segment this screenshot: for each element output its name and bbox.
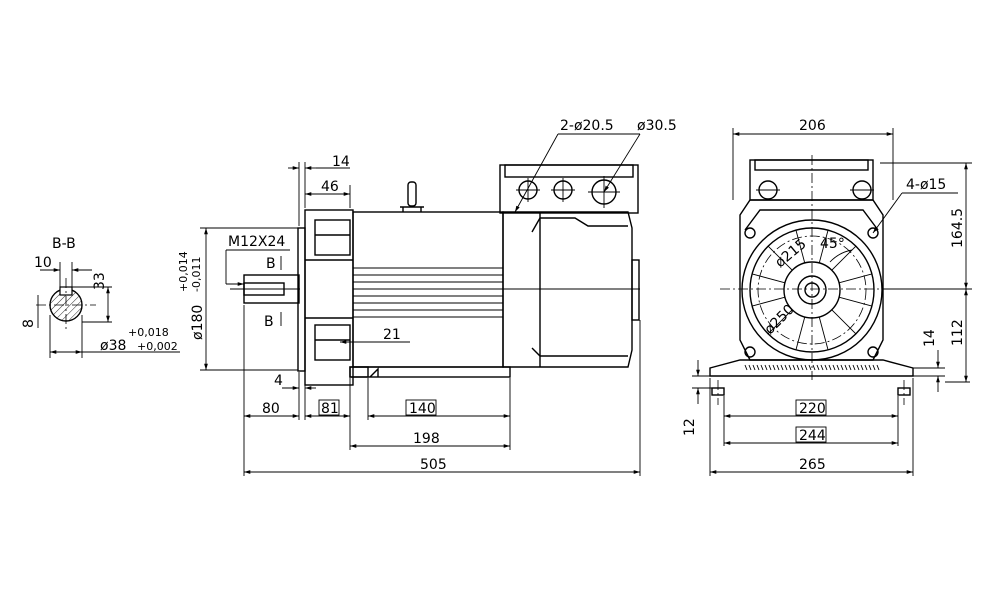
base-tooth — [756, 364, 760, 371]
base-tooth — [820, 364, 824, 371]
spoke-line — [751, 273, 786, 284]
dim-33: 33 — [92, 272, 108, 290]
spoke-line — [818, 316, 829, 351]
spoke-line — [795, 316, 806, 351]
base-tooth — [876, 364, 880, 371]
dim-198: 198 — [413, 431, 440, 447]
tol-upper: +0,018 — [128, 326, 169, 339]
base-tooth — [864, 364, 868, 371]
spoke-line — [751, 296, 786, 307]
dim-8: 8 — [21, 319, 37, 328]
shaft — [230, 274, 300, 304]
section-mark-b-bottom: B — [264, 314, 274, 330]
base-tooth — [812, 364, 816, 371]
base-tooth — [752, 364, 756, 371]
motor-body — [352, 211, 640, 368]
base-tooth — [816, 364, 820, 371]
base-tooth — [848, 364, 852, 371]
dim-14-right: 14 — [922, 329, 938, 347]
base-tooth — [748, 364, 752, 371]
dim-505: 505 — [420, 457, 447, 473]
base-tooth — [832, 364, 836, 371]
base-tooth — [780, 364, 784, 371]
spoke-line — [838, 296, 873, 307]
base-foot — [349, 366, 511, 378]
base-tooth — [852, 364, 856, 371]
spoke-line — [831, 309, 857, 335]
dim-140: 140 — [409, 401, 436, 417]
rear-housing — [502, 211, 640, 368]
base-tooth — [840, 364, 844, 371]
label-thread: M12X24 — [228, 234, 285, 250]
front-base — [709, 359, 914, 396]
dim-21: 21 — [383, 327, 401, 343]
label-holes-small: 2-ø20.5 — [560, 118, 614, 134]
section-b-b: B-B 10 33 8 ø38 +0,018 +0,002 — [21, 236, 180, 358]
spoke-line — [795, 229, 806, 264]
front-flange — [297, 209, 354, 386]
dim-112: 112 — [950, 319, 966, 346]
front-terminal-box — [749, 159, 874, 201]
base-tooth — [760, 364, 764, 371]
base-tooth — [768, 364, 772, 371]
base-tooth — [844, 364, 848, 371]
dim-164-5: 164.5 — [950, 208, 966, 248]
lifting-eye — [400, 181, 424, 212]
dim-shaft-dia: ø38 — [100, 338, 126, 354]
terminal-box — [499, 164, 639, 214]
front-housing — [739, 199, 884, 361]
base-tooth — [800, 364, 804, 371]
dim-4: 4 — [274, 373, 283, 389]
label-pcd-small: ø215 — [772, 236, 809, 271]
base-tooth — [788, 364, 792, 371]
side-view: 2-ø20.5 ø30.5 14 46 M12X24 B B ø180 +0,0… — [177, 118, 677, 476]
flange-spokes — [751, 229, 873, 351]
base-tooth — [784, 364, 788, 371]
dim-46: 46 — [321, 179, 339, 195]
base-tooth — [776, 364, 780, 371]
dim-12: 12 — [682, 418, 698, 436]
spoke-line — [767, 309, 793, 335]
tol-lower: +0,002 — [137, 340, 178, 353]
dim-81: 81 — [321, 401, 339, 417]
dim-flange-dia: ø180 — [190, 305, 206, 340]
dim-14-top: 14 — [332, 154, 350, 170]
dim-244: 244 — [799, 428, 826, 444]
dim-80: 80 — [262, 401, 280, 417]
base-tooth — [796, 364, 800, 371]
base-tooth — [824, 364, 828, 371]
base-tooth — [860, 364, 864, 371]
tol-flange-upper: +0,014 — [177, 251, 190, 292]
base-tooth — [868, 364, 872, 371]
dim-220: 220 — [799, 401, 826, 417]
spoke-line — [838, 273, 873, 284]
base-tooth — [744, 364, 748, 371]
label-hole-large: ø30.5 — [637, 118, 677, 134]
base-tooth — [808, 364, 812, 371]
base-tooth — [836, 364, 840, 371]
base-tooth — [772, 364, 776, 371]
tol-flange-lower: -0,011 — [190, 257, 203, 292]
section-title: B-B — [52, 236, 76, 252]
base-tooth — [856, 364, 860, 371]
base-tooth — [804, 364, 808, 371]
spoke-line — [767, 245, 793, 271]
base-tooth — [828, 364, 832, 371]
section-mark-b-top: B — [266, 256, 276, 272]
label-pcd-large: ø250 — [762, 302, 798, 338]
shaft-cross-section — [36, 278, 96, 330]
label-angle: 45° — [820, 236, 845, 252]
dim-265: 265 — [799, 457, 826, 473]
front-view: 206 4-ø15 164.5 45° ø215 ø250 14 112 12 — [682, 118, 972, 476]
base-tooth — [764, 364, 768, 371]
dim-206: 206 — [799, 118, 826, 134]
label-4-holes: 4-ø15 — [906, 177, 946, 193]
base-tooth — [792, 364, 796, 371]
dim-10: 10 — [34, 255, 52, 271]
spoke-line — [818, 229, 829, 264]
base-tooth — [872, 364, 876, 371]
base-teeth — [744, 364, 880, 371]
